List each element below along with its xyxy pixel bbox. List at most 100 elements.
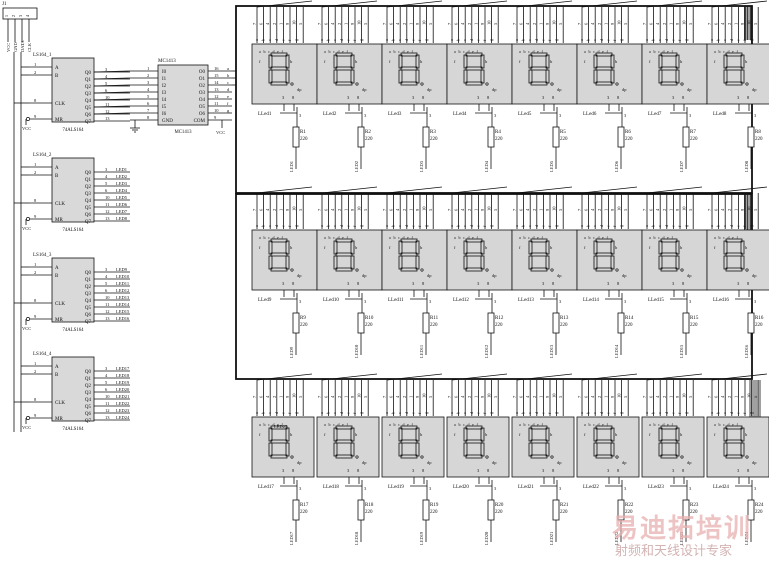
top-pin-segment: e	[410, 412, 415, 414]
top-pin-number: 2	[337, 396, 342, 398]
shift-register-right-pin: Q1	[85, 78, 92, 83]
top-pin-number: 7	[447, 208, 452, 211]
top-pin-segment: a	[644, 39, 649, 41]
top-pin-segment: g	[554, 39, 559, 41]
top-pin-segment: f	[287, 412, 292, 414]
driver-transistor-label: LLed5	[518, 112, 532, 117]
segment	[333, 240, 338, 255]
display-seg-letter: e	[537, 49, 539, 54]
top-pin-segment: c	[657, 412, 662, 414]
top-pin-number: 5	[428, 22, 433, 25]
segment	[268, 255, 273, 270]
display-f-label: f	[584, 245, 586, 250]
segment	[530, 52, 548, 57]
shift-register-left-pin: MR	[55, 318, 63, 323]
driver-in-pin: GND	[162, 119, 173, 124]
dp-dot	[680, 268, 684, 272]
pin-number: 10	[105, 394, 110, 399]
top-pin-number: 4	[395, 395, 400, 398]
resistor-value: 220	[300, 510, 308, 515]
segment	[610, 54, 615, 69]
top-pin-number: 4	[330, 208, 335, 211]
segment	[530, 66, 548, 71]
segment	[530, 252, 548, 257]
segment	[463, 255, 468, 270]
top-pin-segment: e	[475, 412, 480, 414]
seven-seg-digit	[333, 238, 359, 272]
seven-seg-digit	[398, 238, 424, 272]
top-pin-number: 7	[642, 208, 647, 211]
top-pin-number: 7	[252, 395, 257, 398]
top-pin-number: 1	[408, 209, 413, 211]
resistor-body	[422, 499, 430, 521]
pin-number: 4	[147, 87, 150, 92]
segment	[725, 252, 743, 257]
segment	[398, 240, 403, 255]
display-box	[251, 229, 318, 291]
display-box	[511, 416, 575, 478]
segment	[268, 54, 273, 69]
driver-out-pin: O2	[199, 84, 206, 89]
led-net-label: LED21	[549, 532, 554, 545]
led-net-label: LED6	[614, 160, 619, 172]
display-box	[446, 416, 510, 478]
transistor-pin: 3	[689, 299, 692, 304]
top-pin-number: 6	[324, 395, 329, 398]
top-pin-number: 1	[473, 23, 478, 25]
transistor-pin: 3	[624, 299, 627, 304]
led-net-label: LED15	[116, 309, 130, 314]
segment-net-label: g	[227, 108, 230, 113]
display-dp-label: dp	[687, 273, 692, 278]
resistor-body	[292, 312, 300, 334]
pin-number: 8	[34, 198, 37, 203]
top-pin-number: 7	[707, 395, 712, 398]
common-pin-number: 8	[617, 468, 620, 473]
top-pin-number: 1	[603, 209, 608, 211]
driver-in-pin: I6	[162, 112, 167, 117]
top-pin-number: 7	[252, 22, 257, 25]
display-dp-label: dp	[492, 87, 497, 92]
pin-number: 6	[105, 188, 108, 193]
top-pin-number: 1	[278, 396, 283, 398]
top-pin-number: 7	[447, 22, 452, 25]
display-seg-letter: b	[589, 49, 591, 54]
wire	[93, 70, 131, 73]
resistor-ref: R20	[495, 503, 504, 508]
top-pin-number: 7	[317, 22, 322, 25]
resistor-value: 220	[300, 137, 308, 142]
top-pin-number: 1	[538, 23, 543, 25]
segment	[398, 54, 403, 69]
segment	[270, 439, 288, 444]
top-pin-segment: g	[294, 412, 299, 414]
shift-register-left-pin: A	[55, 266, 59, 271]
bus-wire	[256, 186, 313, 194]
top-pin-number: 2	[402, 23, 407, 25]
seven-seg-digit	[463, 425, 489, 459]
segment	[593, 69, 598, 84]
resistor-body	[617, 312, 625, 334]
common-pin-number: 3	[607, 95, 610, 100]
top-pin-segment: b	[521, 39, 526, 41]
bus-wire	[321, 186, 378, 194]
segment	[285, 240, 290, 255]
segment	[335, 238, 353, 243]
top-pin-segment: b	[391, 225, 396, 227]
top-pin-segment: e	[280, 412, 285, 414]
top-pin-number: 2	[337, 23, 342, 25]
bus-wire	[451, 186, 508, 194]
resistor-value: 220	[755, 510, 763, 515]
driver-out-pin: O0	[199, 70, 206, 75]
display-f-label: f	[714, 59, 716, 64]
top-pin-number: 6	[389, 22, 394, 25]
segment	[530, 454, 548, 459]
display-seg-letter: e	[537, 422, 539, 427]
top-pin-number: 4	[265, 208, 270, 211]
led-net-label: LED16	[116, 316, 130, 321]
driver-in-pin: I2	[162, 84, 167, 89]
top-pin-segment: b	[651, 412, 656, 414]
vcc-label: VCC	[22, 126, 31, 131]
display-dp-label: dp	[557, 273, 562, 278]
top-pin-number: 6	[649, 208, 654, 211]
top-pin-number: 2	[662, 209, 667, 211]
